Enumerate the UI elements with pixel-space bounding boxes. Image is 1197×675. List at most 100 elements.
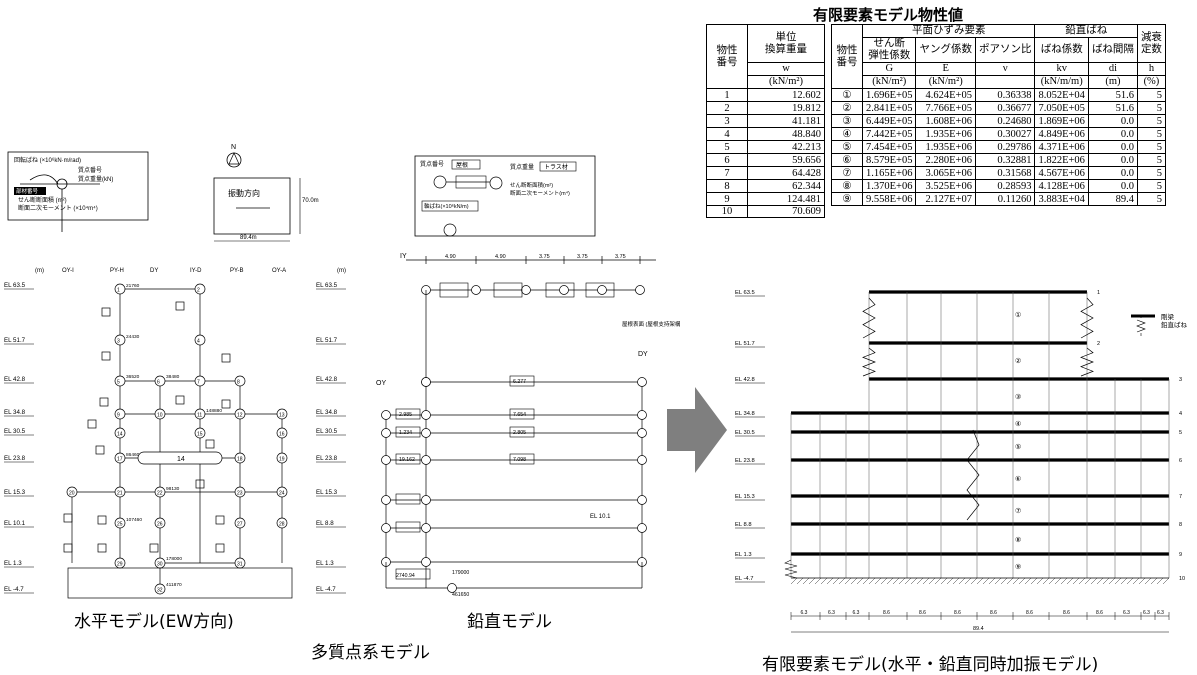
cell-property: ⑥ bbox=[831, 153, 863, 167]
legend-moment: 断面二次モーメント (×10⁴m⁴) bbox=[18, 204, 98, 212]
vertical-value: 19.162 bbox=[399, 457, 415, 463]
th-damping: 減衰 定数 bbox=[1136, 24, 1166, 63]
caption-multi-mass-model: 多質点系モデル bbox=[311, 643, 430, 663]
north-label: N bbox=[231, 144, 236, 151]
th-w: w bbox=[747, 62, 825, 76]
region-mark: ② bbox=[1015, 357, 1021, 365]
level-label-left: EL 51.7 bbox=[4, 337, 26, 344]
vertical-spring bbox=[966, 429, 980, 521]
mass-node bbox=[114, 408, 126, 420]
mass-node-no: 16 bbox=[279, 432, 285, 438]
legend-mass-no: 質点番号 bbox=[78, 166, 102, 174]
cell-no: 1 bbox=[706, 88, 748, 102]
cell-no: 3 bbox=[706, 114, 748, 128]
mass-node-no: 13 bbox=[279, 413, 285, 419]
mass-node-no: 8 bbox=[237, 380, 240, 386]
member-box bbox=[101, 307, 111, 317]
member-box bbox=[205, 439, 215, 449]
north-icon bbox=[226, 152, 242, 168]
th-plane-strain: 平面ひずみ要素 bbox=[861, 24, 1036, 38]
roof-node bbox=[521, 285, 531, 295]
cell-property: 5 bbox=[1136, 88, 1166, 102]
cell-property: 0.30027 bbox=[974, 127, 1036, 141]
fem-frame: EL 63.5EL 51.7EL 42.8EL 34.8EL 30.5EL 23… bbox=[735, 290, 1185, 633]
span-dim: 8.6 bbox=[883, 610, 890, 616]
v-el-label: EL 10.1 bbox=[590, 514, 611, 520]
mass-node bbox=[276, 408, 288, 420]
mass-node bbox=[381, 455, 391, 465]
fem-model-diagram: EL 63.5EL 51.7EL 42.8EL 34.8EL 30.5EL 23… bbox=[735, 290, 1188, 633]
legend-member-box bbox=[14, 187, 46, 195]
vertical-spring bbox=[862, 297, 876, 339]
cell-property: 0.0 bbox=[1087, 153, 1138, 167]
mass-weight: 148880 bbox=[206, 408, 222, 414]
vertical-value: 6.277 bbox=[513, 379, 526, 385]
truss-box bbox=[493, 282, 523, 298]
axial-spring-box bbox=[509, 453, 535, 465]
cell-property: 3.883E+04 bbox=[1034, 192, 1089, 206]
th-kv-unit: (kN/m/m) bbox=[1034, 75, 1089, 89]
fem-level-label: EL 23.8 bbox=[735, 458, 755, 464]
span-dim: 8.6 bbox=[1096, 610, 1103, 616]
mass-node-no: 7 bbox=[197, 380, 200, 386]
cell-property: 1.869E+06 bbox=[1034, 114, 1089, 128]
cell-property: 51.6 bbox=[1087, 88, 1138, 102]
span-dim: 8.6 bbox=[919, 610, 926, 616]
cell-property: 7.442E+05 bbox=[861, 127, 917, 141]
member-box bbox=[215, 515, 225, 525]
span-dim: 8.6 bbox=[954, 610, 961, 616]
mass-node-no: 28 bbox=[279, 522, 285, 528]
th-spring-coef: ばね係数 bbox=[1034, 37, 1089, 63]
mass-node bbox=[276, 452, 288, 464]
column-label: DY bbox=[150, 268, 158, 274]
span-label: 4.90 bbox=[495, 254, 506, 260]
mass-node bbox=[234, 452, 246, 464]
cell-unit-weight: 64.428 bbox=[747, 166, 825, 180]
mass-weight: 411870 bbox=[166, 582, 182, 588]
mass-node bbox=[194, 283, 206, 295]
level-label-left: EL 42.8 bbox=[4, 376, 26, 383]
span-dim: 8.6 bbox=[990, 610, 997, 616]
mass-node-no: 4 bbox=[197, 339, 200, 345]
level-label-left: EL 10.1 bbox=[4, 520, 26, 527]
cell-property: 9.558E+06 bbox=[861, 192, 917, 206]
mass-node-no: 10 bbox=[157, 413, 163, 419]
span-label: 3.75 bbox=[539, 254, 550, 260]
th-spring-spacing: ばね間隔 bbox=[1087, 37, 1138, 63]
truss-box bbox=[439, 282, 469, 298]
cell-unit-weight: 48.840 bbox=[747, 127, 825, 141]
dim-width: 89.4m bbox=[240, 235, 257, 241]
mass-weight: 98130 bbox=[166, 486, 180, 492]
level-label-right: EL 42.8 bbox=[316, 376, 338, 383]
layer-id: 7 bbox=[1179, 494, 1182, 500]
mass-node bbox=[234, 486, 246, 498]
cell-property: 1.608E+06 bbox=[915, 114, 976, 128]
mass-node bbox=[234, 375, 246, 387]
span-label: 4.90 bbox=[445, 254, 456, 260]
vertical-value: 7.098 bbox=[513, 457, 526, 463]
fem-level-label: EL -4.7 bbox=[735, 576, 753, 582]
mass-node bbox=[637, 410, 647, 420]
mass-node-no: 11 bbox=[197, 413, 202, 419]
region-mark: ⑧ bbox=[1015, 536, 1021, 544]
mass-node bbox=[194, 334, 206, 346]
mass-node bbox=[114, 486, 126, 498]
cell-property: 7.050E+05 bbox=[1034, 101, 1089, 115]
beam-14 bbox=[137, 451, 223, 465]
vertical-value: 2.985 bbox=[399, 412, 412, 418]
mass-node bbox=[114, 334, 126, 346]
axial-spring-box bbox=[395, 426, 421, 438]
column-label: PY-H bbox=[110, 268, 124, 274]
caption-vertical-model: 鉛直モデル bbox=[467, 612, 552, 632]
mass-node-no: 17 bbox=[117, 457, 123, 463]
cell-property: 0.0 bbox=[1087, 140, 1138, 154]
cell-unit-weight: 12.602 bbox=[747, 88, 825, 102]
fem-level-label: EL 34.8 bbox=[735, 411, 755, 417]
member-box bbox=[97, 515, 107, 525]
mass-node bbox=[637, 377, 647, 387]
span-dim: 6.3 bbox=[1143, 610, 1150, 616]
cell-property: 1.696E+05 bbox=[861, 88, 917, 102]
mass-node bbox=[637, 428, 647, 438]
mass-node bbox=[381, 495, 391, 505]
